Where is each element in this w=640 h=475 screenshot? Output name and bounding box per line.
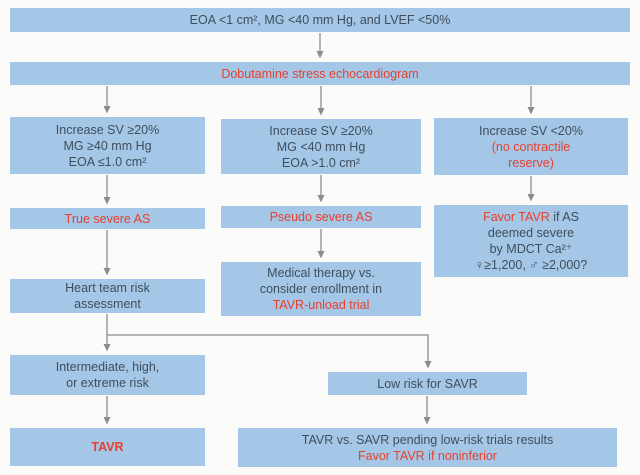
heart-team-line: Heart team risk xyxy=(65,281,150,295)
medical-therapy-trial: TAVR-unload trial xyxy=(272,298,370,312)
criteria-line-red: (no contractile xyxy=(491,139,571,154)
criteria-line: MG <40 mm Hg xyxy=(276,139,366,154)
tavr-text: TAVR xyxy=(91,440,124,454)
criteria-line-red: reserve) xyxy=(508,155,554,170)
pending-trials-line1: TAVR vs. SAVR pending low-risk trials re… xyxy=(301,432,554,447)
node-entry-criteria: EOA <1 cm², MG <40 mm Hg, and LVEF <50% xyxy=(10,8,630,32)
node-medical-therapy: Medical therapy vs. consider enrollment … xyxy=(221,262,421,316)
intermediate-line: Intermediate, high, xyxy=(55,360,160,374)
node-low-risk-savr: Low risk for SAVR xyxy=(328,372,527,395)
node-true-severe-as: True severe AS xyxy=(10,208,205,229)
node-contractile-reserve-severe: Increase SV ≥20% MG ≥40 mm Hg EOA ≤1.0 c… xyxy=(10,117,205,174)
low-risk-text: Low risk for SAVR xyxy=(377,376,478,391)
favor-tavr-line3: by MDCT Ca²⁺ xyxy=(489,242,573,256)
node-dobutamine-stress-echo: Dobutamine stress echocardiogram xyxy=(10,62,630,85)
node-pending-trials: TAVR vs. SAVR pending low-risk trials re… xyxy=(238,428,617,467)
criteria-line: MG ≥40 mm Hg xyxy=(63,138,152,153)
favor-tavr-line4: ♀≥1,200, ♂ ≥2,000? xyxy=(474,258,588,272)
node-intermediate-risk: Intermediate, high, or extreme risk xyxy=(10,355,205,395)
medical-therapy-line2: consider enrollment in xyxy=(259,282,383,296)
node-contractile-reserve-pseudo: Increase SV ≥20% MG <40 mm Hg EOA >1.0 c… xyxy=(221,119,421,174)
heart-team-line: assessment xyxy=(74,297,141,311)
favor-tavr-red: Favor TAVR xyxy=(483,210,550,224)
criteria-line: EOA >1.0 cm² xyxy=(281,155,361,170)
node-pseudo-severe-as: Pseudo severe AS xyxy=(221,206,421,228)
dobutamine-text: Dobutamine stress echocardiogram xyxy=(221,66,419,81)
medical-therapy-line1: Medical therapy vs. xyxy=(267,266,375,280)
pending-trials-line2: Favor TAVR if noninferior xyxy=(358,448,497,463)
criteria-line: Increase SV ≥20% xyxy=(55,122,160,137)
favor-tavr-line2: deemed severe xyxy=(487,226,575,240)
criteria-line: Increase SV ≥20% xyxy=(269,123,373,138)
criteria-line: Increase SV <20% xyxy=(479,123,583,138)
favor-tavr-rest: if AS xyxy=(549,210,579,224)
node-no-contractile-reserve: Increase SV <20% (no contractile reserve… xyxy=(434,118,628,175)
true-severe-text: True severe AS xyxy=(64,211,151,226)
node-favor-tavr-mdct: Favor TAVR if AS deemed severe by MDCT C… xyxy=(434,205,628,277)
favor-tavr-line1: Favor TAVR if AS xyxy=(483,209,579,225)
entry-criteria-text: EOA <1 cm², MG <40 mm Hg, and LVEF <50% xyxy=(189,13,451,27)
node-heart-team-risk: Heart team risk assessment xyxy=(10,279,205,313)
node-tavr: TAVR xyxy=(10,428,205,466)
pseudo-severe-text: Pseudo severe AS xyxy=(269,210,373,224)
intermediate-line: or extreme risk xyxy=(66,376,149,390)
criteria-line: EOA ≤1.0 cm² xyxy=(68,154,147,169)
